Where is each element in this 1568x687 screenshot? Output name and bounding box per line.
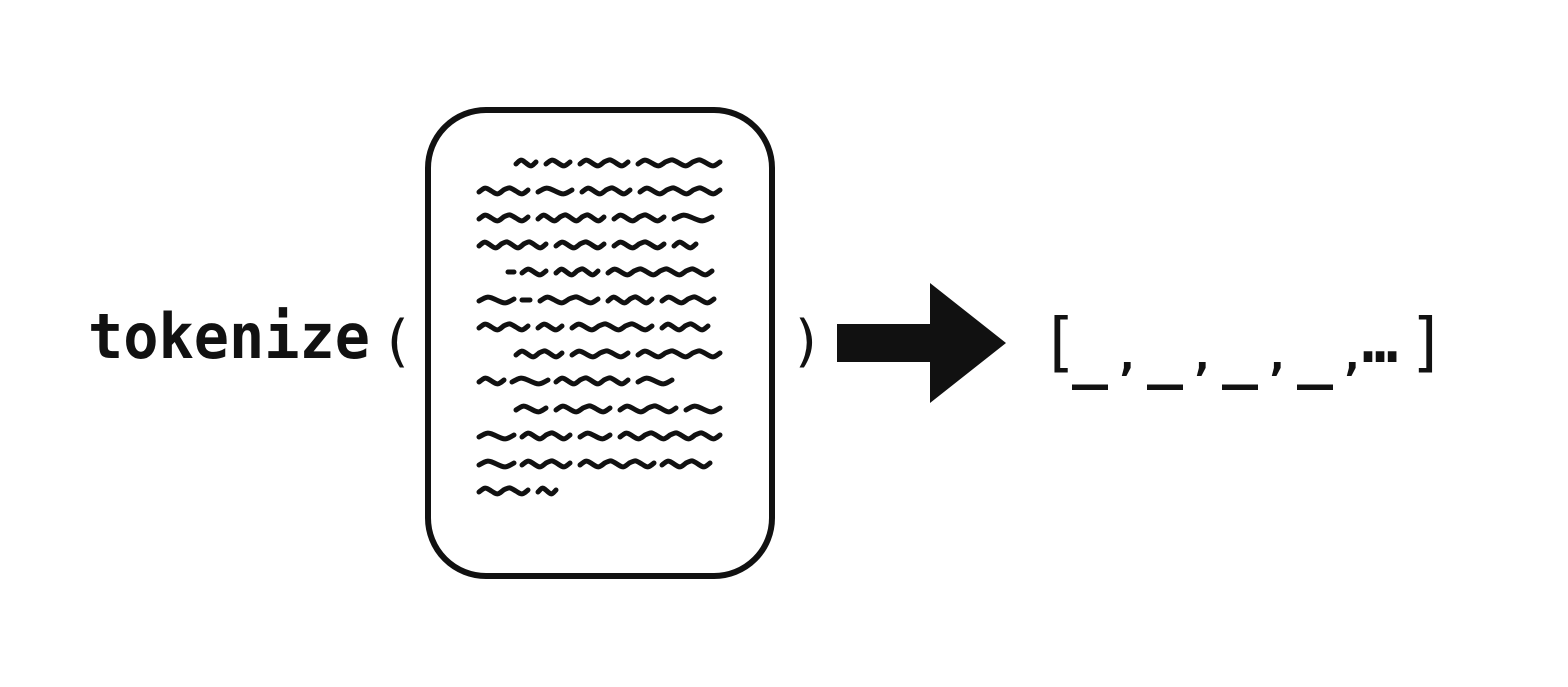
text-squiggle: [509, 375, 551, 387]
text-squiggle: [476, 294, 517, 306]
token-separator: ,: [1264, 330, 1291, 381]
text-squiggle: [513, 403, 549, 415]
token-separator: ,: [1114, 330, 1141, 381]
list-open-bracket: [: [1040, 306, 1079, 380]
text-squiggle: [476, 185, 531, 197]
document-text-lines: [476, 157, 723, 497]
text-squiggle: [476, 430, 517, 442]
text-squiggle: [519, 266, 549, 278]
function-name: tokenize: [88, 300, 370, 373]
text-squiggle: [617, 403, 679, 415]
text-squiggle: [617, 430, 723, 442]
text-squiggle: [577, 430, 613, 442]
text-squiggle: [476, 212, 531, 224]
text-squiggle: [577, 458, 657, 470]
text-squiggle: [637, 185, 723, 197]
text-squiggle: [553, 403, 613, 415]
token-separator: ,: [1189, 330, 1216, 381]
text-squiggle: [513, 157, 539, 169]
document-outline: [425, 107, 775, 579]
text-squiggle: [577, 157, 631, 169]
text-squiggle: [553, 239, 607, 251]
text-squiggle: [635, 157, 723, 169]
text-squiggle: [476, 239, 549, 251]
close-paren: ): [790, 309, 824, 374]
open-paren: (: [380, 309, 414, 374]
token-separator: ,: [1339, 330, 1366, 381]
token-slots: _,_,_,_,: [1072, 321, 1366, 391]
text-squiggle: [569, 321, 655, 333]
text-squiggle: [535, 185, 575, 197]
text-squiggle: [535, 212, 607, 224]
list-close-bracket: ]: [1408, 306, 1447, 380]
text-squiggle: [671, 212, 715, 224]
text-squiggle: [635, 375, 675, 387]
text-squiggle: [659, 458, 713, 470]
text-squiggle: [611, 212, 667, 224]
text-squiggle: [605, 266, 715, 278]
text-squiggle: [476, 375, 507, 387]
text-squiggle: [683, 403, 723, 415]
text-squiggle: [553, 266, 601, 278]
text-squiggle: [553, 375, 631, 387]
text-squiggle: [519, 458, 573, 470]
text-squiggle: [569, 348, 631, 360]
token-placeholder: _: [1147, 321, 1184, 391]
text-squiggle: [476, 485, 531, 497]
list-ellipsis: …: [1362, 307, 1398, 377]
text-squiggle: [605, 294, 655, 306]
text-squiggle: [535, 485, 559, 497]
text-squiggle: [476, 321, 531, 333]
text-squiggle: [671, 239, 699, 251]
text-squiggle: [535, 321, 565, 333]
token-placeholder: _: [1222, 321, 1259, 391]
text-squiggle: [543, 157, 573, 169]
right-arrow-icon: [837, 283, 1006, 403]
text-squiggle: [611, 239, 667, 251]
document-icon: [425, 107, 775, 579]
text-squiggle: [635, 348, 723, 360]
text-squiggle: [519, 430, 573, 442]
text-squiggle: [659, 294, 717, 306]
token-placeholder: _: [1072, 321, 1109, 391]
token-placeholder: _: [1297, 321, 1334, 391]
text-squiggle: [659, 321, 711, 333]
text-squiggle: [579, 185, 633, 197]
text-squiggle: [476, 458, 517, 470]
text-squiggle: [537, 294, 601, 306]
text-squiggle: [513, 348, 565, 360]
token-list: [ _,_,_,_, … ]: [1040, 306, 1447, 391]
